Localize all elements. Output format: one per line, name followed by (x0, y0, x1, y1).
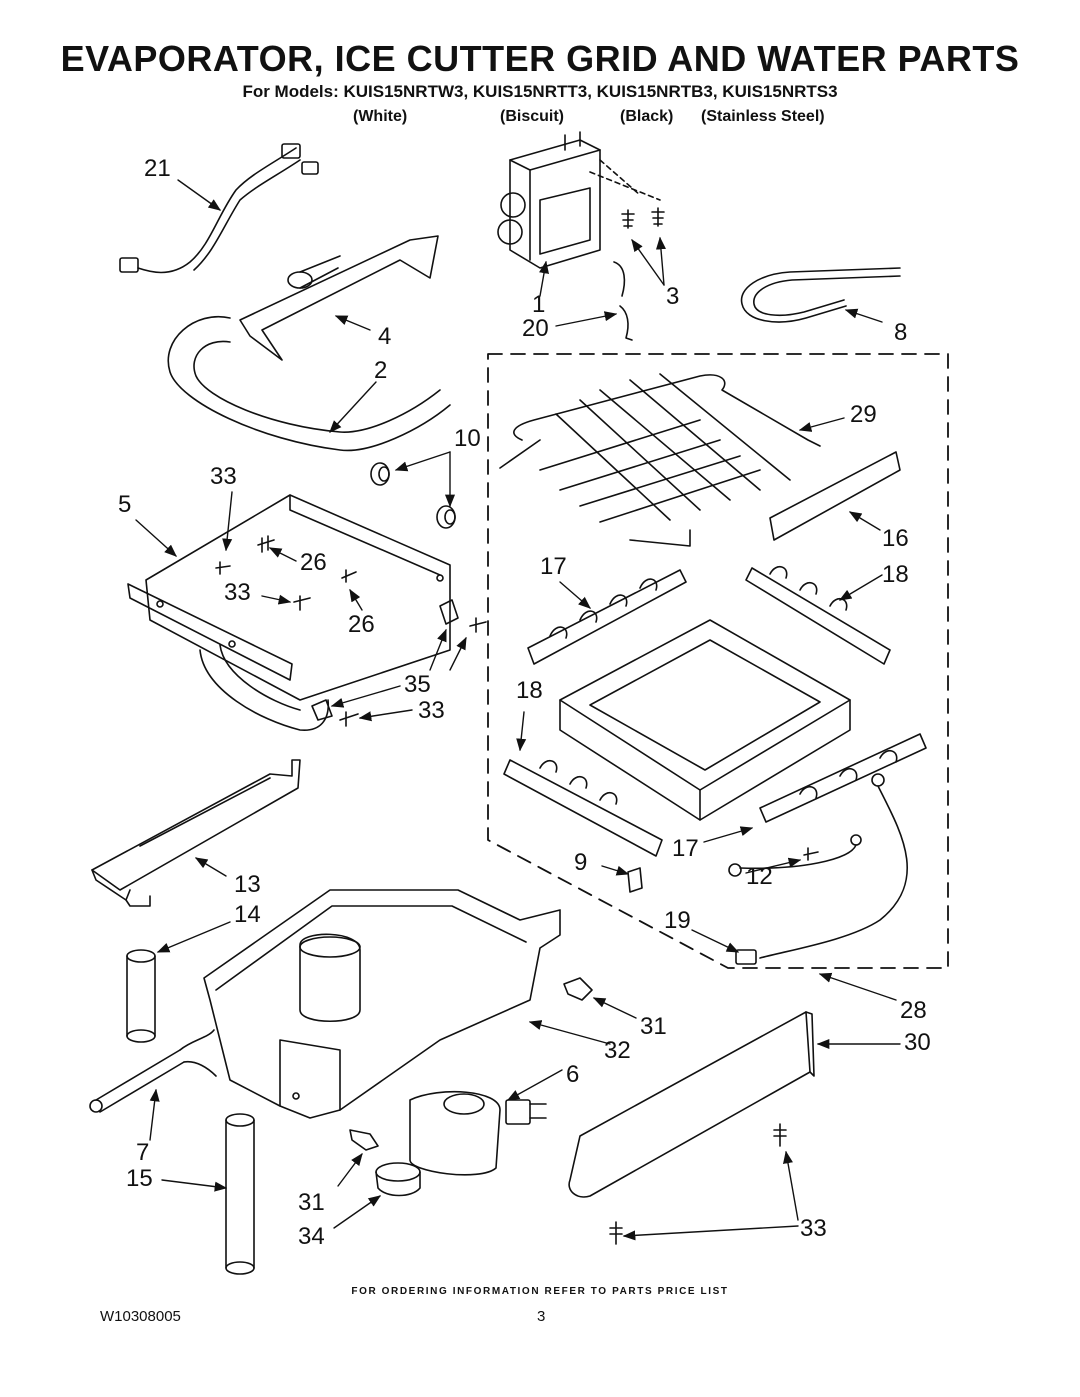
drain-hose-inner (193, 340, 441, 433)
document-id: W10308005 (100, 1308, 181, 1325)
cutter-grid-frame-part (559, 619, 851, 821)
evaporator-bracket-part (239, 235, 439, 361)
callout-label: 4 (378, 323, 391, 350)
color-white: (White) (353, 108, 408, 125)
callout-label: 17 (540, 553, 567, 580)
callout-label: 26 (300, 549, 327, 576)
cover-panel-part (568, 1011, 815, 1198)
drain-hose-part (167, 315, 451, 452)
cutter-rail-part (527, 569, 687, 665)
callout-label: 28 (900, 997, 927, 1024)
callout-label: 13 (234, 871, 261, 898)
color-stainless: (Stainless Steel) (701, 108, 825, 125)
grid-assembly-boundary (487, 353, 949, 969)
callout-label: 29 (850, 401, 877, 428)
thermistor-harness-part (728, 773, 908, 965)
callout-label: 9 (574, 849, 587, 876)
callout-label: 21 (144, 155, 171, 182)
callout-label: 17 (672, 835, 699, 862)
callout-label: 31 (298, 1189, 325, 1216)
callout-label: 6 (566, 1061, 579, 1088)
fill-tube-part (126, 949, 156, 1043)
callout-label: 19 (664, 907, 691, 934)
drain-pipe-part (225, 1113, 255, 1275)
drain-hose-part (89, 1029, 217, 1113)
screw-part (589, 159, 665, 229)
callout-label: 7 (136, 1139, 149, 1166)
model-list: For Models: KUIS15NRTW3, KUIS15NRTT3, KU… (242, 82, 838, 101)
callout-label: 3 (666, 283, 679, 310)
callout-label: 33 (800, 1215, 827, 1242)
water-trough-part (91, 759, 301, 907)
cutter-rail-part (759, 733, 927, 823)
cap-part (375, 1162, 421, 1197)
fitting-part (349, 977, 593, 1151)
callout-label: 26 (348, 611, 375, 638)
callout-label: 2 (374, 357, 387, 384)
cutter-rail-part (503, 759, 663, 857)
u-tube-inner (753, 275, 901, 317)
wire-harness-part (119, 143, 319, 274)
callout-labels: 21 1 3 20 4 8 2 10 29 33 5 26 16 17 18 3… (118, 155, 931, 1250)
callout-label: 12 (746, 863, 773, 890)
callout-label: 33 (418, 697, 445, 724)
color-biscuit: (Biscuit) (500, 108, 564, 125)
water-valve-part (497, 131, 601, 269)
screw-part (609, 1123, 787, 1245)
clip-part (311, 599, 459, 721)
page-number: 3 (537, 1308, 546, 1325)
color-black: (Black) (620, 108, 674, 125)
callout-label: 35 (404, 671, 431, 698)
callout-label: 8 (894, 319, 907, 346)
callout-label: 31 (640, 1013, 667, 1040)
tube-clip-part (613, 261, 633, 341)
u-tube-part (740, 267, 901, 323)
callout-label: 20 (522, 315, 549, 342)
callout-label: 18 (516, 677, 543, 704)
grommet-part (370, 462, 456, 529)
page-title: EVAPORATOR, ICE CUTTER GRID AND WATER PA… (60, 38, 1020, 79)
evaporator-grid-part (499, 373, 821, 547)
callout-label: 33 (224, 579, 251, 606)
callout-label: 14 (234, 901, 261, 928)
callout-label: 18 (882, 561, 909, 588)
callout-label: 34 (298, 1223, 325, 1250)
screw-part (215, 535, 487, 727)
callout-label: 16 (882, 525, 909, 552)
callout-label: 5 (118, 491, 131, 518)
ordering-note: FOR ORDERING INFORMATION REFER TO PARTS … (351, 1286, 729, 1297)
callout-label: 32 (604, 1037, 631, 1064)
callout-label: 30 (904, 1029, 931, 1056)
callout-leaders (135, 179, 901, 1241)
callout-label: 15 (126, 1165, 153, 1192)
evaporator-housing-part (127, 494, 451, 731)
water-reservoir-part (203, 889, 561, 1119)
callout-label: 10 (454, 425, 481, 452)
callout-label: 1 (532, 291, 545, 318)
callout-label: 33 (210, 463, 237, 490)
sensor-clip-part (627, 867, 643, 893)
water-pump-part (409, 1090, 547, 1176)
grid-plate-part (769, 451, 901, 541)
cutter-rail-part (745, 566, 891, 665)
